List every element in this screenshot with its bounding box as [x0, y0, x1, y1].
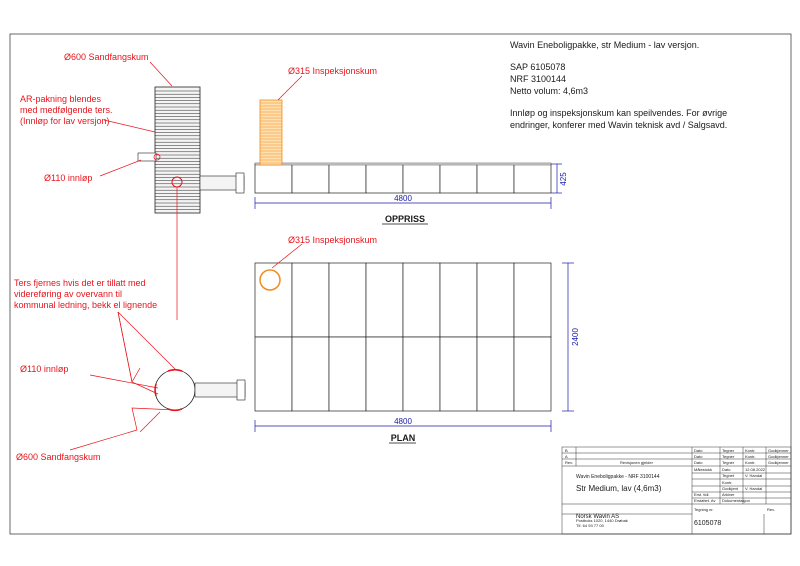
info-title: Wavin Eneboligpakke, str Medium - lav ve… — [510, 40, 699, 50]
elev-packing-line1: AR-pakning blendes — [20, 94, 102, 104]
sandfang-pipe-elevation — [154, 86, 201, 214]
elevation-height-dimension — [551, 163, 562, 194]
info-note-line1: Innløp og inspeksjonskum kan speilvendes… — [510, 108, 727, 118]
plan-inspection-label: Ø315 Inspeksjonskum — [288, 235, 377, 245]
cassette-module — [365, 262, 404, 338]
cassette-row-elevation — [254, 162, 552, 194]
tb-kontr-label: Kontr. — [722, 480, 732, 485]
tb-kontr-b: Kontr. — [745, 448, 755, 453]
packing-marker — [153, 153, 161, 161]
cassette-module — [365, 163, 404, 194]
plan-height-dimension — [562, 262, 574, 412]
tb-date-b: Dato — [694, 448, 703, 453]
tb-kontr-a: Kontr. — [745, 454, 755, 459]
tb-date-a: Dato — [694, 454, 703, 459]
cassette-module — [513, 163, 552, 194]
plan-inlet-label: Ø110 innløp — [20, 364, 68, 374]
info-sap: SAP 6105078 — [510, 62, 565, 72]
cassette-module — [439, 336, 478, 412]
inspection-pipe-elevation — [259, 99, 283, 166]
tb-erstattet-label: Erstattet. Av — [694, 498, 716, 503]
tb-rev-a: A — [565, 454, 568, 459]
plan-plug-line2: videreføring av overvann til — [14, 289, 122, 299]
cassette-module — [365, 336, 404, 412]
cassette-module — [476, 336, 515, 412]
elev-inlet-label: Ø110 innløp — [44, 173, 92, 183]
tb-tegner-a: Tegner — [722, 454, 735, 459]
cassette-module — [328, 336, 367, 412]
tb-tegnet-value: V. Handal — [745, 473, 762, 478]
elev-sandfang-label: Ø600 Sandfangskum — [64, 52, 149, 62]
elev-dim-height: 425 — [559, 172, 568, 186]
tb-tegner-h: Tegner — [722, 460, 735, 465]
tb-company-small-1: Postboks 1020, 1440 Drøbak — [576, 518, 628, 523]
tb-drawing-title: Str Medium, lav (4,6m3) — [576, 484, 662, 493]
tb-erst-label: Erst. tidl. — [694, 492, 710, 497]
cassette-module — [328, 262, 367, 338]
tb-subtitle: Wavin Eneboligpakke - NRF 3100144 — [576, 474, 660, 480]
tb-company-small-2: Tlf. 64 93 77 00 — [576, 523, 605, 528]
tb-erstattet-value: Dokumentasjon — [722, 498, 750, 503]
cassette-module — [476, 163, 515, 194]
plan-section-title: PLAN — [391, 433, 416, 443]
info-note-line2: endringer, konferer med Wavin teknisk av… — [510, 120, 727, 130]
cassette-module — [291, 336, 330, 412]
elev-packing-line2: med medfølgende ters. — [20, 105, 113, 115]
tb-rev-label: Rev. — [767, 507, 775, 512]
cassette-module — [513, 262, 552, 338]
tb-tegnet-label: Tegnet — [722, 473, 735, 478]
cassette-module — [513, 336, 552, 412]
plan-dim-height: 2400 — [571, 328, 580, 346]
tb-date-label: Dato — [722, 467, 731, 472]
cassette-module — [291, 262, 330, 338]
cassette-module — [439, 163, 478, 194]
cassette-module — [291, 163, 330, 194]
tb-godkjent-value: V. Handal — [745, 486, 762, 491]
tb-godkj-h: Godkjenner — [768, 460, 789, 465]
title-block — [561, 446, 792, 535]
elev-dim-width: 4800 — [394, 194, 412, 203]
tb-date-value: 12.08.2022 — [745, 467, 766, 472]
info-volume: Netto volum: 4,6m3 — [510, 86, 588, 96]
tb-mal-label: Målestokk — [694, 467, 712, 472]
plan-plug-line3: kommunal ledning, bekk el lignende — [14, 300, 157, 310]
tb-tegner-b: Tegner — [722, 448, 735, 453]
inlet-stub-elevation — [137, 152, 157, 162]
elev-packing-line3: (Innløp for lav versjon) — [20, 116, 110, 126]
plan-view — [154, 262, 574, 444]
cassette-module — [402, 163, 441, 194]
plan-width-dimension — [254, 420, 552, 432]
leader-lines — [69, 61, 303, 451]
tb-rev-desc-header: Revisjonen gjelder — [620, 460, 654, 465]
sheet-border — [9, 33, 792, 535]
plan-sandfang-label: Ø600 Sandfangskum — [16, 452, 101, 462]
tb-rev-b: B — [565, 448, 568, 453]
elevation-view — [137, 86, 562, 225]
elev-section-title: OPPRISS — [385, 214, 425, 224]
cassette-grid-plan — [254, 262, 552, 412]
tb-date-h: Dato — [694, 460, 703, 465]
tb-kontr-h: Kontr. — [745, 460, 755, 465]
tb-godkj-b: Godkjenner — [768, 448, 789, 453]
tb-rev-header: Rev. — [565, 460, 573, 465]
plan-plug-line1: Ters fjernes hvis det er tillatt med — [14, 278, 146, 288]
tb-godkj-a: Godkjenner — [768, 454, 789, 459]
tb-godkjent-label: Godkjent — [722, 486, 739, 491]
tb-erst-value: Arkiver — [722, 492, 735, 497]
tb-tegning-label: Tegning nr. — [694, 507, 714, 512]
tb-company: Norsk Wavin AS — [576, 514, 619, 520]
elev-inspection-label: Ø315 Inspeksjonskum — [288, 66, 377, 76]
tb-tegning-value: 6105078 — [694, 520, 721, 527]
inspection-ring-plan — [259, 269, 281, 291]
elevation-width-dimension — [254, 197, 552, 209]
plan-dim-width: 4800 — [394, 417, 412, 426]
info-nrf: NRF 3100144 — [510, 74, 566, 84]
cassette-module — [254, 336, 293, 412]
